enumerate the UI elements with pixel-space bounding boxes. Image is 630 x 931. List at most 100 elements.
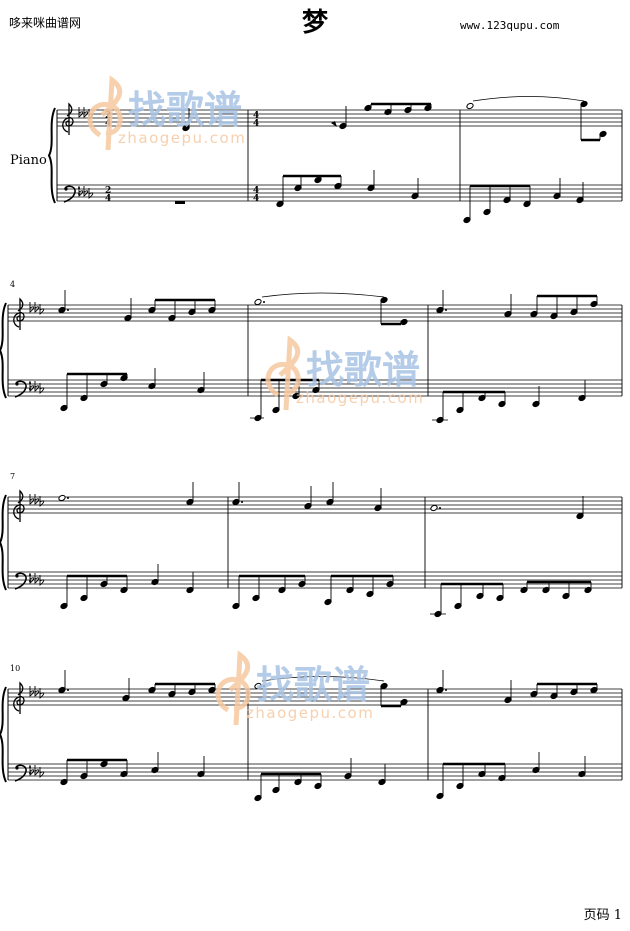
note [430, 504, 441, 512]
piano-brace [0, 494, 7, 591]
piano-brace [0, 686, 7, 783]
dot [263, 685, 265, 687]
time-signature: 2 [105, 186, 111, 196]
page-number: 页码 1 [583, 908, 622, 923]
note [532, 386, 540, 408]
watermark-url: zhaogepu.com [296, 389, 424, 407]
flat-icon [34, 765, 40, 776]
flat-icon [88, 188, 94, 199]
note [532, 752, 540, 774]
bass-clef-dot [15, 574, 19, 578]
bass-clef-icon [14, 572, 27, 590]
watermark-brand: 找歌谱 [128, 88, 242, 132]
bass-clef-icon [63, 185, 76, 203]
flat-icon [83, 186, 89, 197]
note [576, 182, 584, 204]
rest-icon [331, 121, 337, 127]
system-3: 7 [0, 472, 623, 591]
flat-icon [34, 381, 40, 392]
flat-icon [78, 186, 84, 197]
flat-icon [34, 573, 40, 584]
note [58, 494, 69, 502]
note [344, 758, 352, 780]
dot [67, 309, 69, 311]
notehead [430, 504, 438, 512]
watermark-url: zhaogepu.com [118, 129, 246, 147]
notehead [466, 102, 474, 110]
notehead [254, 682, 262, 690]
dot [445, 309, 447, 311]
note [197, 372, 205, 394]
note [436, 670, 447, 694]
dot [439, 507, 441, 509]
flat-icon [34, 686, 40, 697]
watermark-clef [87, 75, 123, 151]
watermark-url: zhaogepu.com [246, 704, 374, 722]
dot [241, 501, 243, 503]
piano-brace [47, 107, 56, 204]
dot [67, 689, 69, 691]
note [378, 764, 386, 786]
note [122, 678, 130, 702]
note [578, 756, 586, 778]
note [124, 298, 132, 322]
time-signature: 4 [253, 186, 259, 196]
tie [472, 96, 585, 102]
note [576, 496, 584, 520]
time-signature: 4 [253, 194, 259, 204]
time-signature: 4 [105, 194, 111, 204]
watermark-brand: 找歌谱 [306, 348, 420, 392]
note [326, 482, 334, 506]
tie [261, 292, 385, 298]
note [504, 680, 512, 704]
note [411, 178, 419, 200]
time-signature: 4 [253, 111, 259, 121]
measure-number: 7 [10, 472, 15, 481]
note [148, 368, 156, 390]
note [197, 756, 205, 778]
bass-clef-dot [15, 382, 19, 386]
dot [445, 689, 447, 691]
note [151, 752, 159, 774]
watermark-clef [265, 335, 301, 411]
notehead [254, 298, 262, 306]
flat-icon [29, 381, 35, 392]
note [254, 298, 265, 306]
tie [261, 676, 385, 682]
dot [67, 497, 69, 499]
flat-icon [39, 383, 45, 394]
bass-clef-icon [14, 380, 27, 398]
note [182, 108, 190, 132]
note [186, 572, 194, 594]
note [436, 290, 447, 314]
treble-clef-icon [13, 681, 25, 714]
whole-rest-icon [175, 201, 185, 204]
note [466, 102, 474, 110]
piano-brace [0, 302, 7, 399]
note [58, 290, 69, 314]
system-4: 10 [0, 664, 623, 783]
instrument-label: Piano [10, 153, 47, 168]
watermark-clef [215, 650, 251, 726]
dot [263, 301, 265, 303]
treble-clef-icon [13, 297, 25, 330]
note [232, 482, 243, 506]
note [186, 482, 194, 506]
measure-number: 10 [10, 664, 20, 673]
note [339, 106, 347, 130]
measure-number: 4 [10, 280, 15, 289]
flat-icon [83, 107, 89, 118]
note [504, 294, 512, 318]
treble-clef-icon [13, 489, 25, 522]
note [374, 488, 382, 512]
site-url: www.123qupu.com [460, 19, 560, 32]
flat-icon [34, 494, 40, 505]
bass-clef-dot [15, 766, 19, 770]
bass-clef-dot [64, 187, 68, 191]
note [367, 170, 375, 192]
note [151, 564, 159, 586]
